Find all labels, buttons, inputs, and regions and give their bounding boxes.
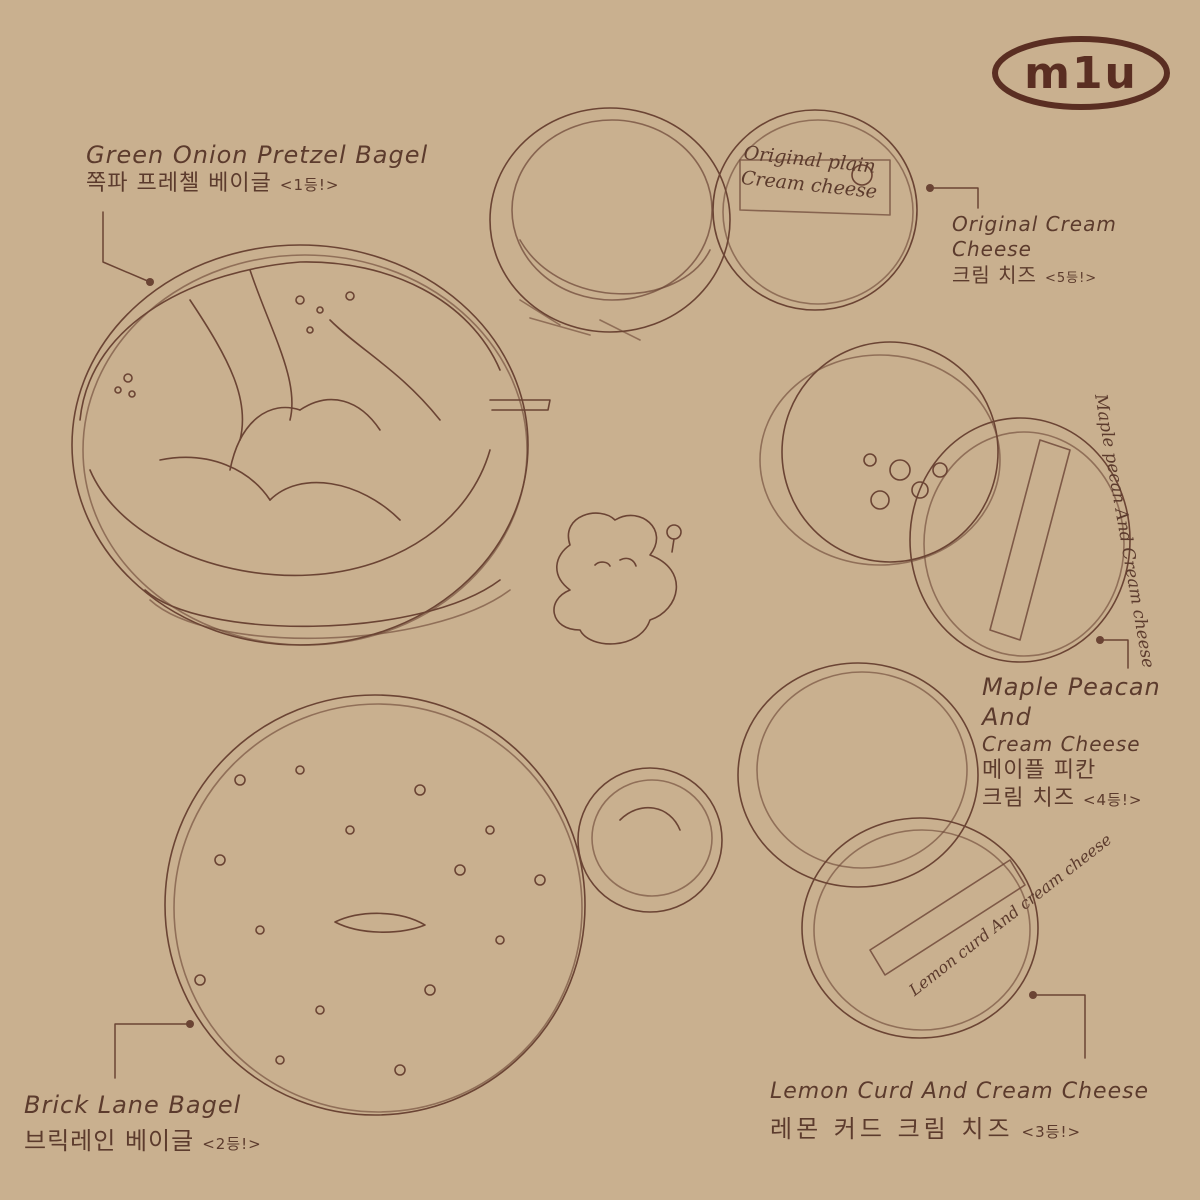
green-onion-ko-text: 쪽파 프레첼 베이글 bbox=[86, 171, 272, 196]
green-onion-rank: <1등!> bbox=[279, 176, 340, 194]
leader-lines bbox=[102, 187, 1129, 1079]
maple-ko-line1: 메이플 피칸 bbox=[982, 758, 1097, 783]
lemon-en: Lemon Curd And Cream Cheese bbox=[770, 1079, 1150, 1104]
blob-character-drawing bbox=[553, 512, 682, 645]
label-green-onion-bagel: Green Onion Pretzel Bagel 쪽파 프레첼 베이글 <1등… bbox=[86, 140, 428, 198]
original-cream-cheese-drawing bbox=[489, 107, 918, 341]
label-original-cream-cheese: Original Cream Cheese 크림 치즈 <5등!> bbox=[952, 212, 1200, 290]
maple-en-line2: Cream Cheese bbox=[982, 732, 1141, 756]
original-cream-rank: <5등!> bbox=[1044, 271, 1098, 286]
lemon-rank: <3등!> bbox=[1021, 1122, 1082, 1141]
brick-lane-en: Brick Lane Bagel bbox=[24, 1091, 242, 1119]
small-cup-drawing bbox=[577, 767, 723, 913]
maple-lid-line2: And bbox=[1110, 506, 1136, 544]
lemon-ko: 레몬 커드 크림 치즈 <3등!> bbox=[770, 1114, 1149, 1145]
green-onion-ko: 쪽파 프레첼 베이글 <1등!> bbox=[86, 170, 428, 198]
green-onion-en: Green Onion Pretzel Bagel bbox=[86, 141, 429, 169]
label-maple-pecan: Maple Peacan And Cream Cheese 메이플 피칸 크림 … bbox=[982, 672, 1200, 812]
maple-ko-line2: 크림 치즈 <4등!> bbox=[982, 785, 1200, 813]
green-onion-bagel-drawing bbox=[71, 244, 551, 646]
original-cream-ko: 크림 치즈 <5등!> bbox=[952, 262, 1200, 290]
label-lemon-curd: Lemon Curd And Cream Cheese 레몬 커드 크림 치즈 … bbox=[770, 1078, 1149, 1144]
maple-rank: <4등!> bbox=[1082, 790, 1143, 809]
lemon-curd-drawing bbox=[737, 662, 1039, 1039]
maple-ko-line2-text: 크림 치즈 bbox=[982, 785, 1075, 811]
lemon-ko-text: 레몬 커드 크림 치즈 bbox=[770, 1114, 1014, 1143]
label-brick-lane-bagel: Brick Lane Bagel 브릭레인 베이글 <2등!> bbox=[24, 1090, 262, 1157]
maple-en-line1: Maple Peacan And bbox=[982, 673, 1161, 731]
original-cream-en: Original Cream Cheese bbox=[952, 212, 1117, 261]
brick-lane-ko: 브릭레인 베이글 <2등!> bbox=[24, 1126, 262, 1157]
brand-logo: m1u bbox=[992, 34, 1170, 112]
brick-lane-ko-text: 브릭레인 베이글 bbox=[24, 1127, 195, 1155]
brick-lane-bagel-drawing bbox=[164, 694, 586, 1116]
logo-text: m1u bbox=[1024, 47, 1138, 99]
brick-lane-rank: <2등!> bbox=[202, 1135, 262, 1153]
maple-pecan-drawing bbox=[759, 341, 1131, 663]
original-cream-ko-text: 크림 치즈 bbox=[952, 263, 1037, 287]
